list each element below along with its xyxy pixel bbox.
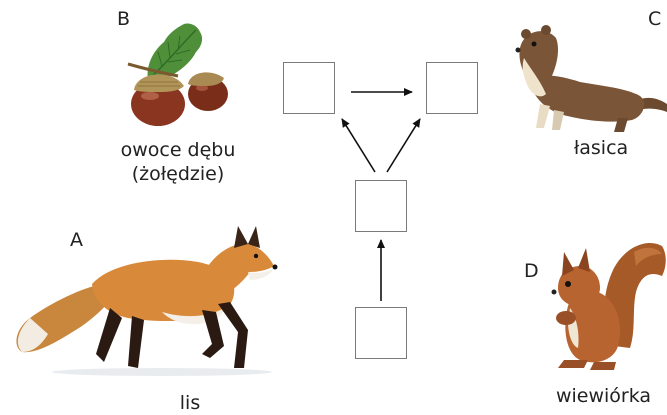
answer-box-top-right[interactable] xyxy=(426,62,478,114)
arrow-middle-to-top-right xyxy=(386,118,421,173)
acorn-image xyxy=(127,23,228,126)
fox-caption: lis xyxy=(179,392,201,414)
fox-image xyxy=(16,226,278,376)
answer-box-top-left[interactable] xyxy=(283,62,335,114)
label-c: C xyxy=(648,8,662,30)
arrow-middle-to-top-left xyxy=(341,118,376,173)
squirrel-caption: wiewiórka xyxy=(555,385,652,407)
weasel-image xyxy=(515,25,667,132)
answer-box-bottom[interactable] xyxy=(355,307,407,359)
acorn-caption-line2: (żołędzie) xyxy=(131,163,225,185)
label-a: A xyxy=(70,229,83,251)
squirrel-image xyxy=(551,242,666,370)
acorn-caption-line1: owoce dębu xyxy=(120,139,236,161)
label-d: D xyxy=(524,260,539,282)
weasel-caption: łasica xyxy=(573,137,629,159)
answer-box-middle[interactable] xyxy=(355,180,407,232)
label-b: B xyxy=(117,8,131,30)
